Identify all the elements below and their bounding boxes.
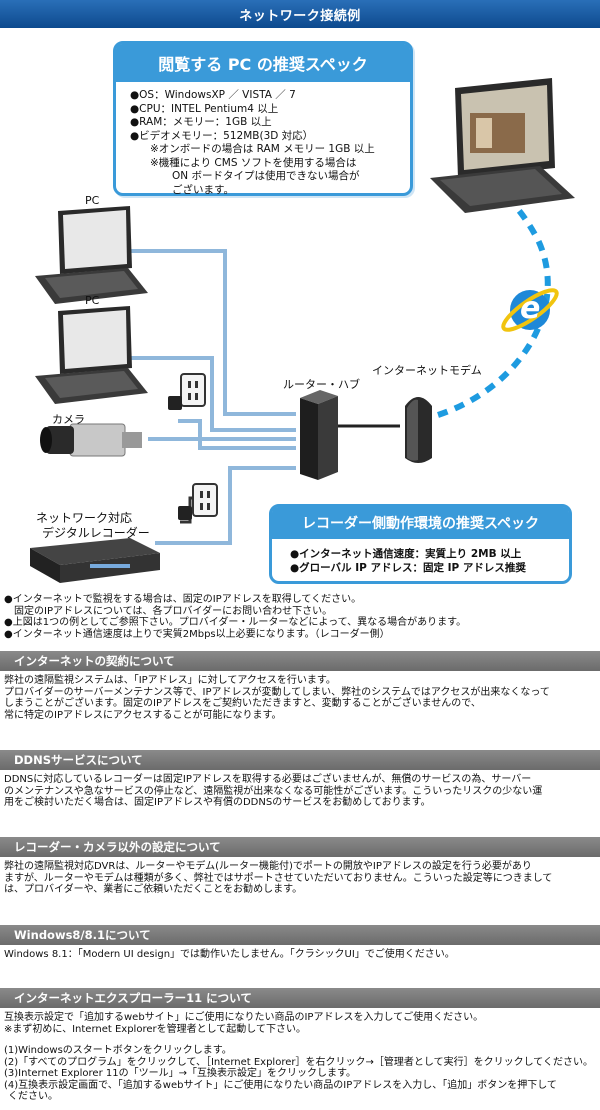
modem-label: インターネットモデム [372, 364, 482, 377]
cables [130, 249, 296, 545]
section-other-settings: レコーダー・カメラ以外の設定について 弊社の遠隔監視対応DVRは、ルーターやモデ… [0, 837, 600, 896]
section-text: 弊社の遠隔監視システムは、「IPアドレス」に対してアクセスを行います。 [4, 675, 336, 686]
recorder-spec-list: ●インターネット通信速度：実質上り 2MB 以上 ●グローバル IP アドレス：… [290, 547, 526, 575]
router-label: ルーター・ハブ [283, 378, 360, 391]
section-heading: Windows8/8.1について [0, 925, 600, 945]
section-step: (3)Internet Explorer 11の「ツール」→「互換表示設定」をク… [4, 1068, 356, 1079]
note-line: ●インターネットで監視をする場合は、固定のIPアドレスを取得してください。 [4, 594, 362, 605]
recorder-spec-speed: ●インターネット通信速度：実質上り 2MB 以上 [290, 548, 522, 560]
recorder-label: デジタルレコーダー [42, 526, 150, 540]
pc-spec-note: ※オンボードの場合は RAM メモリー 1GB 以上 [150, 143, 375, 155]
note-line: ●上図は1つの例としてご参照下さい。プロバイダー・ルーターなどによって、異なる場… [4, 617, 467, 628]
section-heading: インターネットエクスプローラー11 について [0, 988, 600, 1008]
section-internet-contract: インターネットの契約について 弊社の遠隔監視システムは、「IPアドレス」に対して… [0, 651, 600, 721]
section-step: ください。 [8, 1091, 58, 1102]
viewing-laptop-icon [430, 78, 575, 213]
pc-spec-video: ビデオメモリー：512MB(3D 対応） [139, 129, 314, 142]
section-text: DDNSに対応しているレコーダーは固定IPアドレスを取得する必要はございませんが… [4, 774, 532, 785]
internet-link-arc [437, 175, 551, 418]
pc-spec-ram: RAM：メモリー：1GB 以上 [139, 116, 272, 128]
power-outlet-icon [178, 483, 218, 520]
pc-spec-os: OS：WindowsXP ／ VISTA ／ 7 [139, 89, 296, 101]
pc-spec-heading: 閲覧する PC の推奨スペック [116, 44, 410, 82]
pc-spec-callout: 閲覧する PC の推奨スペック OS：WindowsXP ／ VISTA ／ 7… [113, 41, 413, 196]
section-heading: DDNSサービスについて [0, 750, 600, 770]
pc2-label: PC [85, 294, 100, 307]
section-step: (1)Windowsのスタートボタンをクリックします。 [4, 1045, 232, 1056]
section-text: は、プロバイダーや、業者にご依頼いただくことをお勧めします。 [4, 884, 303, 895]
recorder-spec-callout: レコーダー側動作環境の推奨スペック ●インターネット通信速度：実質上り 2MB … [269, 504, 572, 584]
router-hub-icon [300, 390, 338, 480]
internet-modem-icon [405, 397, 432, 463]
pc-spec-note: ございます。 [172, 183, 234, 196]
note-line: 固定のIPアドレスについては、各プロバイダーにお問い合わせ下さい。 [4, 605, 333, 617]
section-heading: レコーダー・カメラ以外の設定について [0, 837, 600, 857]
pc-spec-note: ON ボードタイプは使用できない場合が [172, 170, 360, 182]
recorder-spec-heading: レコーダー側動作環境の推奨スペック [272, 507, 569, 539]
pc2-laptop-icon [35, 306, 148, 404]
section-step: (2)「すべてのプログラム」をクリックして、［Internet Explorer… [4, 1056, 593, 1068]
section-text: プロバイダーのサーバーメンテナンス等で、IPアドレスが変動してしまい、弊社のシス… [4, 686, 550, 698]
section-text: ※まず初めに、Internet Explorerを管理者として起動して下さい。 [4, 1023, 307, 1035]
section-ie11: インターネットエクスプローラー11 について 互換表示設定で「追加するwebサイ… [0, 988, 600, 1103]
network-diagram-graphic [30, 78, 575, 583]
recorder-icon [30, 538, 160, 583]
section-heading: インターネットの契約について [0, 651, 600, 671]
section-text: Windows 8.1：「Modern UI design」では動作いたしません… [4, 949, 455, 960]
pc-spec-note: ※機種により CMS ソフトを使用する場合は [150, 156, 357, 169]
section-step: (4)互換表示設定画面で、「追加するwebサイト」にご使用になりたい商品のIPア… [4, 1079, 557, 1091]
recorder-spec-ip: ●グローバル IP アドレス：固定 IP アドレス推奨 [290, 562, 526, 574]
page-title: ネットワーク接続例 [0, 0, 600, 28]
camera-icon [40, 423, 142, 457]
camera-label: カメラ [52, 413, 85, 426]
pc-spec-list: OS：WindowsXP ／ VISTA ／ 7 CPU：INTEL Penti… [130, 89, 402, 197]
section-ddns: DDNSサービスについて DDNSに対応しているレコーダーは固定IPアドレスを取… [0, 750, 600, 809]
ie-logo-letter: e [520, 291, 541, 326]
section-text: ますが、ルーターやモデムは種類が多く、弊社ではサポートさせていただいておりません… [4, 872, 553, 884]
section-text: 弊社の遠隔監視対応DVRは、ルーターやモデム(ルーター機能付)でポートの開放やI… [4, 861, 532, 872]
section-text: 用をご検討いただく場合は、固定IPアドレスや有償のDDNSのサービスをお勧めして… [4, 797, 431, 808]
section-text: 互換表示設定で「追加するwebサイト」にご使用になりたい商品のIPアドレスを入力… [4, 1012, 484, 1023]
section-text: しまうことがございます。固定のIPアドレスをご契約いただきますと、変動することが… [4, 698, 481, 709]
recorder-label: ネットワーク対応 [36, 511, 133, 525]
section-text: のメンテナンスや急なサービスの停止など、遠隔監視が出来なくなる可能性がございます… [4, 785, 543, 797]
section-windows8: Windows8/8.1について Windows 8.1：「Modern UI … [0, 925, 600, 961]
section-text: 常に特定のIPアドレスにアクセスすることが可能になります。 [4, 709, 282, 721]
power-outlet-icon [168, 373, 206, 410]
network-diagram: e 閲覧する PC の推奨スペック OS：WindowsXP ／ VISTA ／… [0, 28, 600, 590]
pc1-laptop-icon [35, 206, 148, 304]
diagram-notes: ●インターネットで監視をする場合は、固定のIPアドレスを取得してください。 固定… [4, 594, 598, 640]
internet-explorer-icon [501, 288, 559, 332]
note-line: ●インターネット通信速度は上りで実質2Mbps以上必要になります。（レコーダー側… [4, 628, 390, 640]
pc-spec-cpu: CPU：INTEL Pentium4 以上 [139, 102, 279, 115]
pc1-label: PC [85, 194, 100, 207]
